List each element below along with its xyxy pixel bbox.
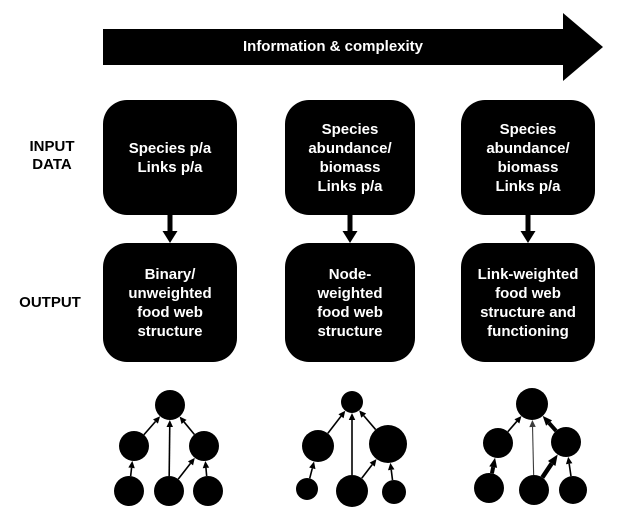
output-label: OUTPUT [19,294,81,311]
network-binary-web [114,390,223,506]
input-to-output-arrows [162,215,536,243]
information-complexity-arrow [103,13,603,81]
input-box-node-weighted: Species abundance/ biomass Links p/a [285,100,415,215]
network-node-weighted-web [296,391,407,507]
top-arrow-label: Information & complexity [242,38,424,55]
network-link-weighted-web [474,388,587,505]
output-box-binary: Binary/ unweighted food web structure [103,243,237,362]
output-box-node-weighted: Node- weighted food web structure [285,243,415,362]
input-box-binary: Species p/a Links p/a [103,100,237,215]
output-box-link-weighted: Link-weighted food web structure and fun… [461,243,595,362]
input-box-link-weighted: Species abundance/ biomass Links p/a [461,100,595,215]
input-data-label: INPUT DATA [29,138,75,173]
